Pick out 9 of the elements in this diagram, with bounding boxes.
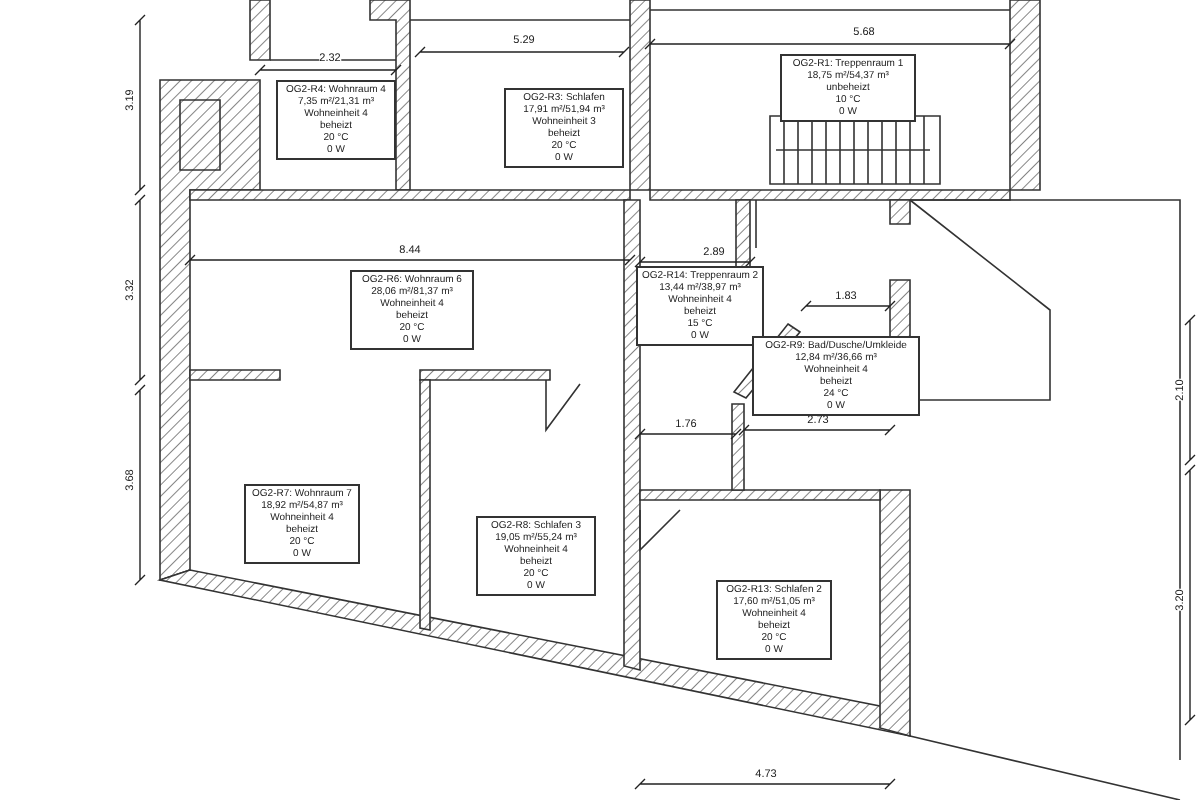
room-label-box (504, 88, 624, 168)
room-label-box (716, 580, 832, 660)
room-label-box (244, 484, 360, 564)
room-label-box (752, 336, 920, 416)
room-label-box (350, 270, 474, 350)
room-label-box (780, 54, 916, 122)
room-label-box (636, 266, 764, 346)
room-label-box (276, 80, 396, 160)
room-label-box (476, 516, 596, 596)
